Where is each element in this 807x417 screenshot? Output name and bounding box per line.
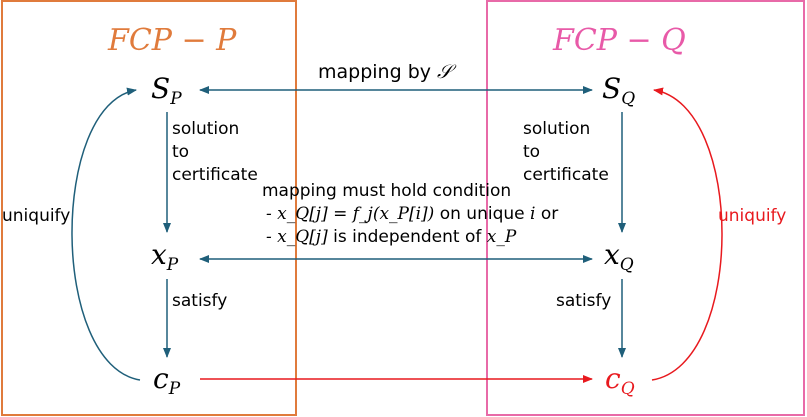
condition-line-2: - x_Q[j] is independent of x_P — [266, 226, 517, 247]
uniquify-arrow-left — [71, 87, 141, 381]
node-c-p: cP — [153, 362, 181, 399]
node-x-q: xQ — [604, 238, 634, 275]
satisfy-left-label: satisfy — [172, 291, 228, 311]
solution-to-certificate-left: solution to certificate — [172, 119, 258, 185]
fcp-p-title: FCP − P — [108, 23, 237, 58]
condition-heading: mapping must hold condition — [262, 181, 512, 201]
node-s-p: SP — [151, 72, 182, 109]
mapping-condition: mapping must hold condition - x_Q[j] = f… — [262, 180, 558, 249]
uniquify-left-label: uniquify — [2, 206, 71, 226]
node-x-p: xP — [151, 238, 179, 275]
uniquify-arrow-right — [651, 87, 723, 381]
solution-to-certificate-right: solution to certificate — [523, 119, 609, 185]
fcp-q-title: FCP − Q — [553, 23, 686, 58]
satisfy-right-label: satisfy — [556, 291, 612, 311]
node-c-q: cQ — [605, 362, 635, 399]
mapping-by-label: mapping by 𝒮 — [318, 61, 452, 83]
uniquify-right-label: uniquify — [718, 206, 787, 226]
fcp-q-panel — [486, 0, 805, 416]
condition-line-1: - x_Q[j] = f_j(x_P[i]) on unique i or — [266, 203, 559, 224]
fcp-p-panel — [1, 0, 297, 416]
node-s-q: SQ — [602, 72, 636, 109]
